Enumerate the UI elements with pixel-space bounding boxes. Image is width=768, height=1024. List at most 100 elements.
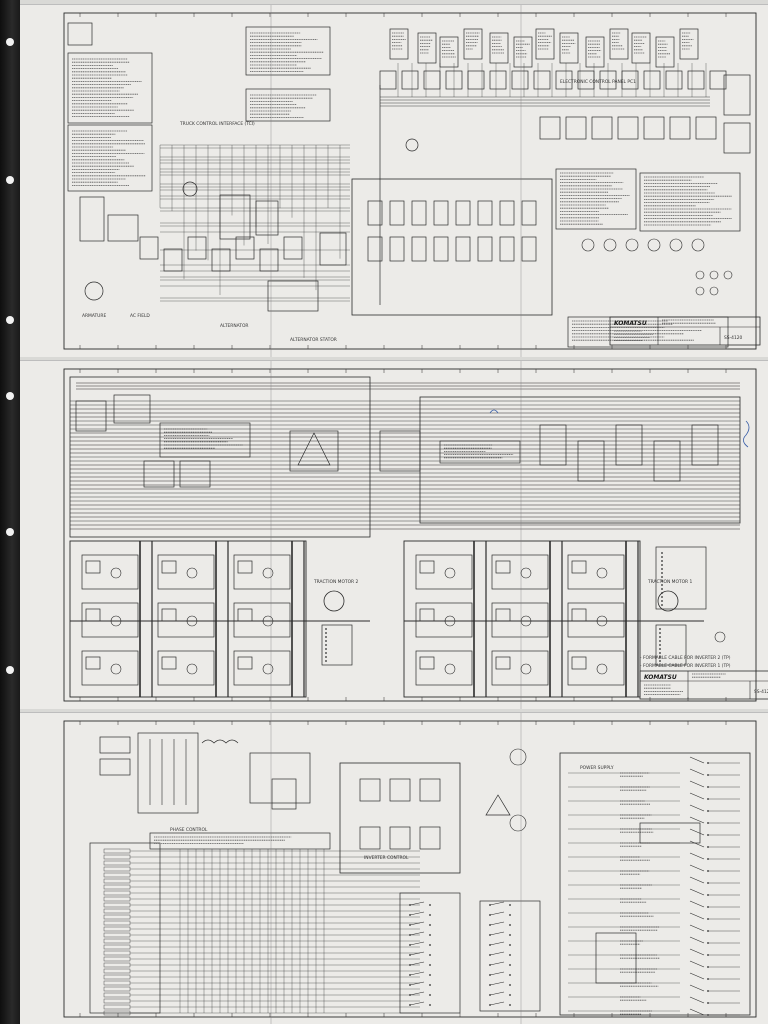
component-box xyxy=(389,200,405,226)
wire xyxy=(689,924,705,932)
label-ac-field: AC FIELD xyxy=(130,313,150,319)
component-box xyxy=(67,22,93,46)
component-box xyxy=(339,762,461,874)
terminal-dot xyxy=(325,656,327,658)
component-box xyxy=(643,70,661,90)
terminal-dot xyxy=(509,1004,511,1006)
terminal-dot xyxy=(325,632,327,634)
component-box xyxy=(139,236,159,260)
terminal-dot xyxy=(509,904,511,906)
component-box xyxy=(351,178,553,316)
connector xyxy=(714,631,726,643)
terminal-dot xyxy=(409,974,411,976)
terminal-dot xyxy=(429,924,431,926)
component-box xyxy=(433,236,449,262)
wire xyxy=(689,888,705,896)
component-box xyxy=(233,650,291,686)
wire xyxy=(489,941,505,946)
drawing-border xyxy=(63,368,757,702)
wire xyxy=(689,996,705,1004)
wire xyxy=(409,911,425,916)
wire xyxy=(689,912,705,920)
terminal-dot xyxy=(489,974,491,976)
gto-device xyxy=(444,567,456,579)
gto-device xyxy=(110,663,122,675)
terminal-dot xyxy=(429,1004,431,1006)
component-box xyxy=(585,36,605,68)
component-box xyxy=(609,316,761,346)
component-box xyxy=(81,602,139,638)
component-box xyxy=(559,32,579,64)
terminal-dot xyxy=(409,944,411,946)
gto-device xyxy=(520,663,532,675)
wire xyxy=(489,911,505,916)
terminal-dot xyxy=(659,644,661,646)
gto-device xyxy=(520,567,532,579)
terminal-dot xyxy=(509,924,511,926)
component-box xyxy=(103,890,131,896)
component-box xyxy=(157,554,215,590)
component-box xyxy=(639,822,701,844)
component-box xyxy=(655,36,675,68)
terminal-dot xyxy=(509,914,511,916)
label-cable-inverter-2: - FORMABLE CABLE FOR INVERTER 2 (TP) xyxy=(640,655,731,661)
component-box xyxy=(103,884,131,890)
terminal-dot xyxy=(661,600,663,602)
wire xyxy=(689,792,705,800)
label-alternator: ALTERNATOR xyxy=(220,323,249,329)
terminal-dot xyxy=(661,552,663,554)
component-box xyxy=(389,826,411,850)
component-box xyxy=(67,52,153,124)
component-box xyxy=(237,608,253,622)
terminal-dot xyxy=(509,944,511,946)
drawing-border xyxy=(63,720,757,1018)
component-box xyxy=(415,602,473,638)
component-box xyxy=(499,236,515,262)
component-box xyxy=(389,236,405,262)
terminal-dot xyxy=(659,648,661,650)
wire xyxy=(489,901,505,906)
component-box xyxy=(419,396,741,524)
component-box xyxy=(85,560,101,574)
gto-device xyxy=(186,567,198,579)
transformer xyxy=(509,748,527,766)
relay-coil xyxy=(625,238,639,252)
lamp xyxy=(723,270,733,280)
component-box xyxy=(419,608,435,622)
component-box xyxy=(103,878,131,884)
component-box xyxy=(567,554,625,590)
component-box xyxy=(555,70,573,90)
component-box xyxy=(489,32,509,64)
component-box xyxy=(533,70,551,90)
component-box xyxy=(289,430,339,472)
component-box xyxy=(103,932,131,938)
component-box xyxy=(283,236,303,260)
component-box xyxy=(255,200,279,236)
component-box xyxy=(103,926,131,932)
component-box xyxy=(103,950,131,956)
wire xyxy=(409,921,425,926)
terminal-dot xyxy=(659,640,661,642)
relay-coil xyxy=(647,238,661,252)
component-box xyxy=(495,656,511,670)
terminal-dot xyxy=(661,584,663,586)
terminal-dot xyxy=(489,964,491,966)
component-box xyxy=(137,732,199,814)
terminal-dot xyxy=(659,632,661,634)
component-box xyxy=(419,826,441,850)
component-box xyxy=(419,656,435,670)
component-box xyxy=(491,650,549,686)
component-box xyxy=(631,32,651,64)
component-box xyxy=(187,236,207,260)
wire xyxy=(489,951,505,956)
component-box xyxy=(695,116,717,140)
terminal-dot xyxy=(409,934,411,936)
binder-hole xyxy=(6,392,14,400)
wire xyxy=(689,756,705,764)
lamp xyxy=(709,286,719,296)
alternator-symbol xyxy=(84,281,104,301)
traction-motor xyxy=(657,590,679,612)
wire xyxy=(689,960,705,968)
